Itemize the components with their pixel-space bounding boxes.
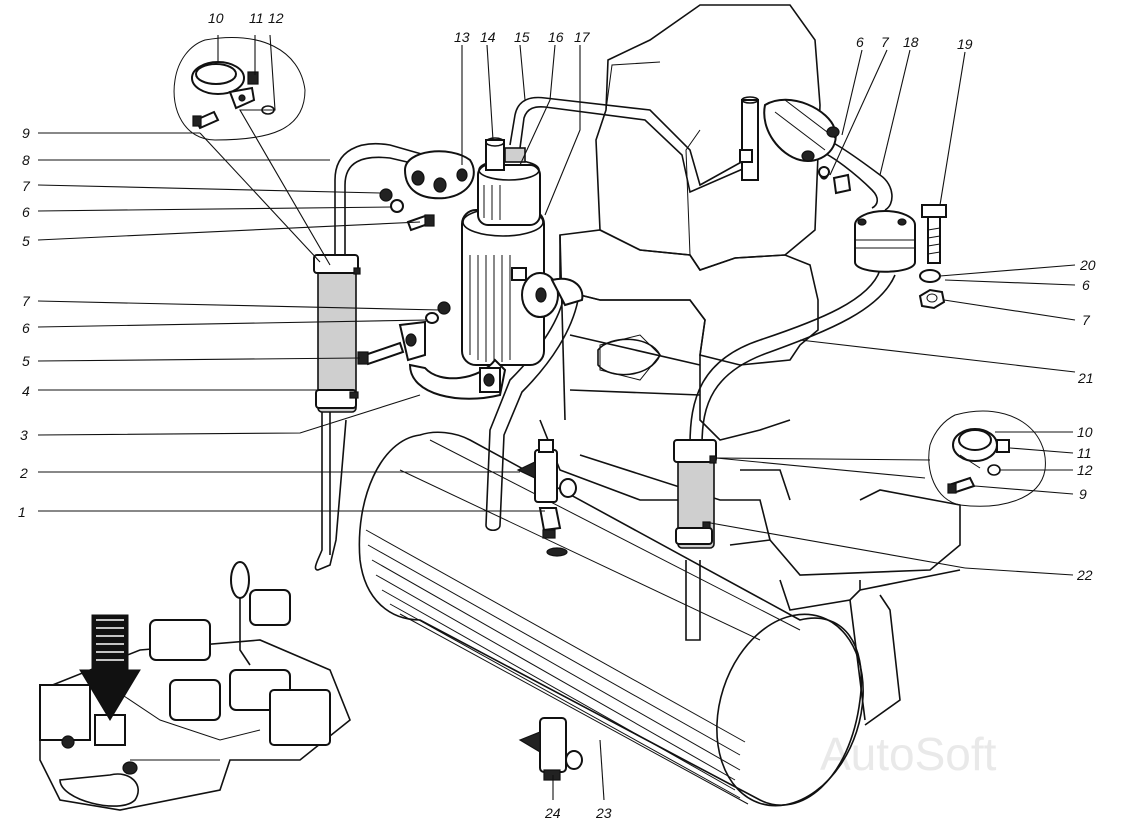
air-receiver-tank	[358, 431, 864, 807]
pressure-regulator	[461, 137, 545, 366]
tank-shading	[365, 529, 749, 805]
callout-21: 21	[1077, 370, 1094, 386]
callout-4: 4	[22, 383, 30, 399]
callout-9-left: 9	[22, 125, 30, 141]
callout-6-lower: 6	[22, 320, 30, 336]
callout-7-lower: 7	[22, 293, 31, 309]
engine-block	[539, 4, 961, 726]
callout-23: 23	[595, 805, 612, 821]
callout-6-upper: 6	[22, 204, 30, 220]
callout-numbers: 1 2 3 4 5 5 6 6 7 7 8 9 10 11 12 13 14 1…	[18, 10, 1096, 821]
elbow-fitting	[521, 272, 584, 318]
location-arrow-icon	[79, 614, 141, 721]
callout-5-upper: 5	[22, 233, 30, 249]
callout-15: 15	[514, 29, 530, 45]
compressor-flange	[403, 150, 475, 200]
callout-6-top: 6	[856, 34, 864, 50]
callout-7-upper: 7	[22, 178, 31, 194]
callout-11-right: 11	[1077, 445, 1092, 461]
vehicle-location-inset	[39, 561, 351, 811]
mounting-bracket	[398, 320, 507, 400]
callout-1: 1	[18, 504, 26, 520]
callout-16: 16	[548, 29, 564, 45]
callout-20: 20	[1079, 257, 1096, 273]
callout-8: 8	[22, 152, 30, 168]
callout-5-lower: 5	[22, 353, 30, 369]
drain-valve	[516, 439, 577, 557]
callout-10-top: 10	[208, 10, 224, 26]
fasteners	[357, 166, 947, 366]
callout-22: 22	[1076, 567, 1093, 583]
callout-13: 13	[454, 29, 470, 45]
callout-24: 24	[544, 805, 561, 821]
callout-17: 17	[574, 29, 591, 45]
regulator-body-ribs	[469, 255, 511, 362]
leader-lines	[37, 34, 1076, 801]
hose-sleeve-right	[673, 439, 717, 549]
hose-sleeve-left	[313, 254, 361, 413]
callout-7-right: 7	[1082, 312, 1091, 328]
drain-cock-24	[518, 717, 583, 781]
callout-10-right: 10	[1077, 424, 1093, 440]
callout-2: 2	[19, 465, 28, 481]
callout-7-top: 7	[881, 34, 890, 50]
filter-assembly-right	[739, 96, 916, 273]
callout-18: 18	[903, 34, 919, 50]
detail-inset-clamp-right	[928, 410, 1046, 507]
callout-12-right: 12	[1077, 462, 1093, 478]
callout-9-right: 9	[1079, 486, 1087, 502]
callout-12-top: 12	[268, 10, 284, 26]
detail-inset-clamp-top	[173, 36, 306, 141]
callout-11-top: 11	[249, 10, 264, 26]
callout-6-right: 6	[1082, 277, 1090, 293]
callout-3: 3	[20, 427, 28, 443]
callout-19: 19	[957, 36, 973, 52]
pipework	[314, 96, 896, 641]
watermark-text: AutoSoft	[820, 728, 997, 780]
callout-14: 14	[480, 29, 496, 45]
